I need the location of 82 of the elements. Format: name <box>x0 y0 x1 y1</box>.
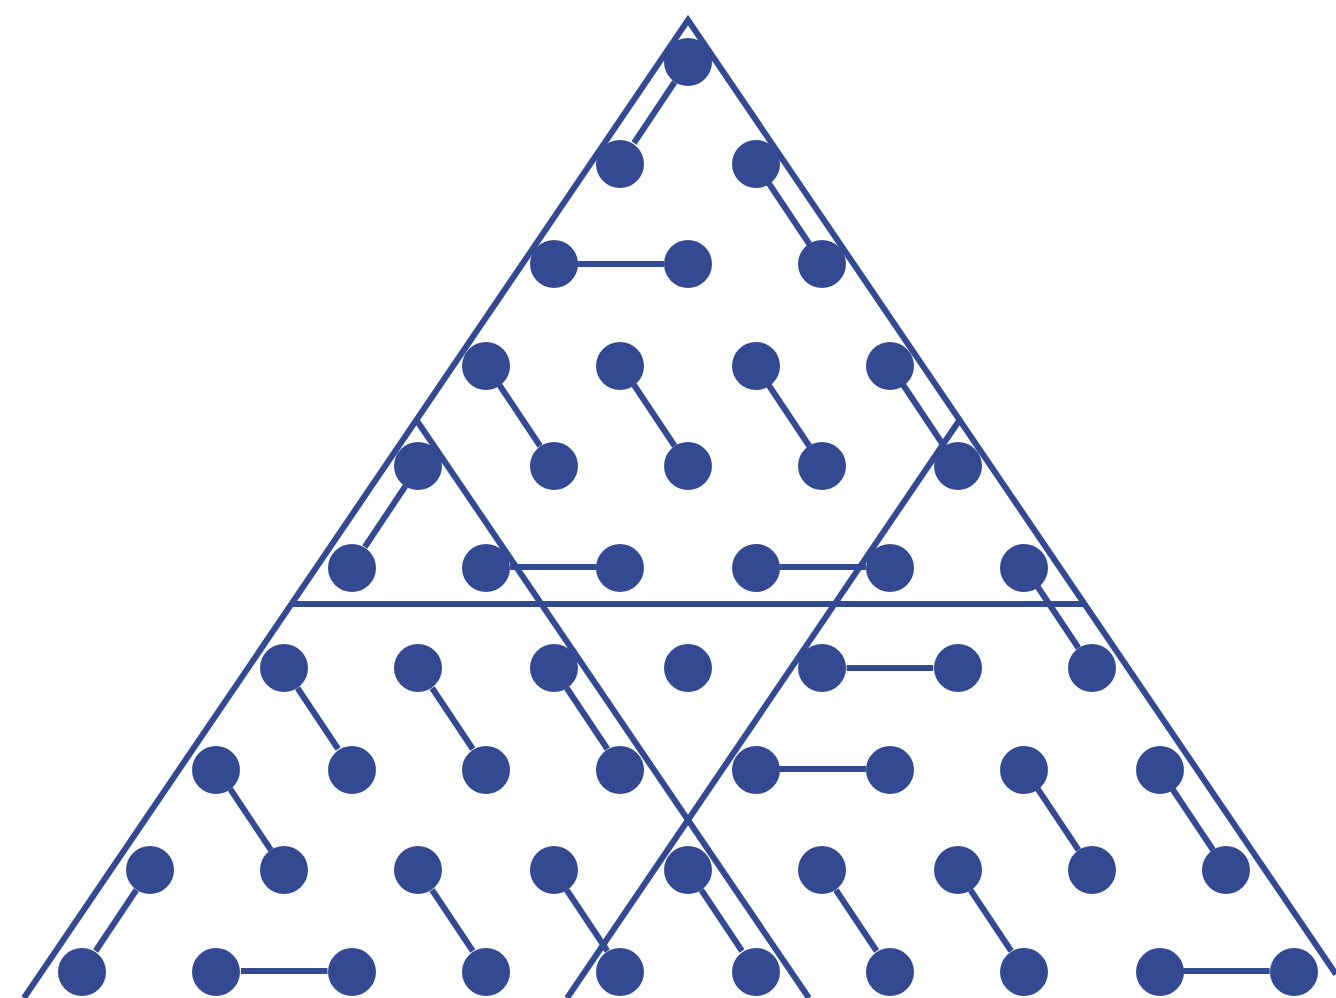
connector-line <box>510 564 597 570</box>
lattice-dot <box>260 846 309 894</box>
connector-line <box>93 888 139 953</box>
connector-line <box>631 80 678 145</box>
lattice-dot <box>664 442 712 490</box>
lattice-dot <box>664 38 712 86</box>
connector-line <box>577 261 664 267</box>
lattice-dot <box>865 543 914 591</box>
lattice-dot <box>1135 947 1184 995</box>
lattice-dot <box>529 240 578 288</box>
lattice-dot <box>731 341 780 389</box>
lattice-dot <box>1067 846 1116 894</box>
connector-line <box>698 888 745 953</box>
lattice-dot <box>596 341 645 389</box>
lattice-dot <box>394 644 443 692</box>
lattice-dot <box>327 947 376 995</box>
connector-line <box>766 181 812 246</box>
connector-line <box>240 968 328 974</box>
lattice-dot <box>529 442 578 490</box>
lattice-dot <box>394 442 443 490</box>
lattice-dot <box>1000 543 1049 591</box>
lattice-dot <box>731 543 780 591</box>
lattice-dot <box>596 543 645 591</box>
lattice-dot <box>462 745 511 793</box>
lattice-dot <box>1202 846 1251 894</box>
lattice-dot <box>1000 745 1049 793</box>
connector-line <box>496 383 543 448</box>
connector-line <box>779 564 866 570</box>
connector-line <box>1035 585 1081 650</box>
lattice-dot <box>596 947 645 995</box>
lattice-dot <box>933 442 982 490</box>
connector-line <box>766 383 812 448</box>
connector-line <box>1183 968 1270 974</box>
lattice-dot <box>798 240 847 288</box>
lattice-dot <box>462 543 511 591</box>
connector-line <box>429 686 476 751</box>
lattice-dot <box>58 947 107 995</box>
connector-line <box>968 888 1014 953</box>
lattice-dot <box>798 846 847 894</box>
lattice-dot <box>664 644 712 692</box>
connector-line <box>846 665 934 671</box>
lattice-dot <box>327 543 376 591</box>
connector-line <box>227 787 274 852</box>
connector-line <box>1035 787 1081 852</box>
connector-line <box>631 383 678 448</box>
lattice-dot <box>865 341 914 389</box>
lattice-dot <box>865 745 914 793</box>
lattice-dot <box>192 947 241 995</box>
lattice-dot <box>192 745 241 793</box>
lattice-dot <box>1067 644 1116 692</box>
lattice-dot <box>596 139 645 187</box>
connector-line <box>900 383 947 448</box>
lattice-dot <box>462 947 511 995</box>
lattice-dot <box>933 846 982 894</box>
connector-line <box>833 888 880 953</box>
lattice-dot <box>1000 947 1049 995</box>
lattice-dot <box>933 644 982 692</box>
lattice-dot <box>596 745 645 793</box>
connector-line <box>564 888 610 953</box>
lattice-dot <box>865 947 914 995</box>
lattice-dot <box>529 846 578 894</box>
connector-line <box>779 766 866 772</box>
lattice-dot <box>394 846 443 894</box>
lattice-dot <box>1269 947 1318 995</box>
connector-line <box>362 484 408 549</box>
lattice-dot <box>664 240 712 288</box>
lattice-dot <box>260 644 309 692</box>
connector-line <box>295 686 341 751</box>
lattice-dot <box>664 846 712 894</box>
lattice-dot <box>731 745 780 793</box>
lattice-dot <box>731 947 780 995</box>
connector-line <box>429 888 476 953</box>
lattice-dot <box>1135 745 1184 793</box>
lattice-dot <box>798 644 847 692</box>
connector-line <box>564 686 610 751</box>
lattice-dot <box>462 341 511 389</box>
lattice-dot <box>731 139 780 187</box>
lattice-dot <box>125 846 174 894</box>
connector-line <box>1169 787 1216 852</box>
lattice-dot <box>798 442 847 490</box>
lattice-dot <box>529 644 578 692</box>
lattice-dot <box>327 745 376 793</box>
